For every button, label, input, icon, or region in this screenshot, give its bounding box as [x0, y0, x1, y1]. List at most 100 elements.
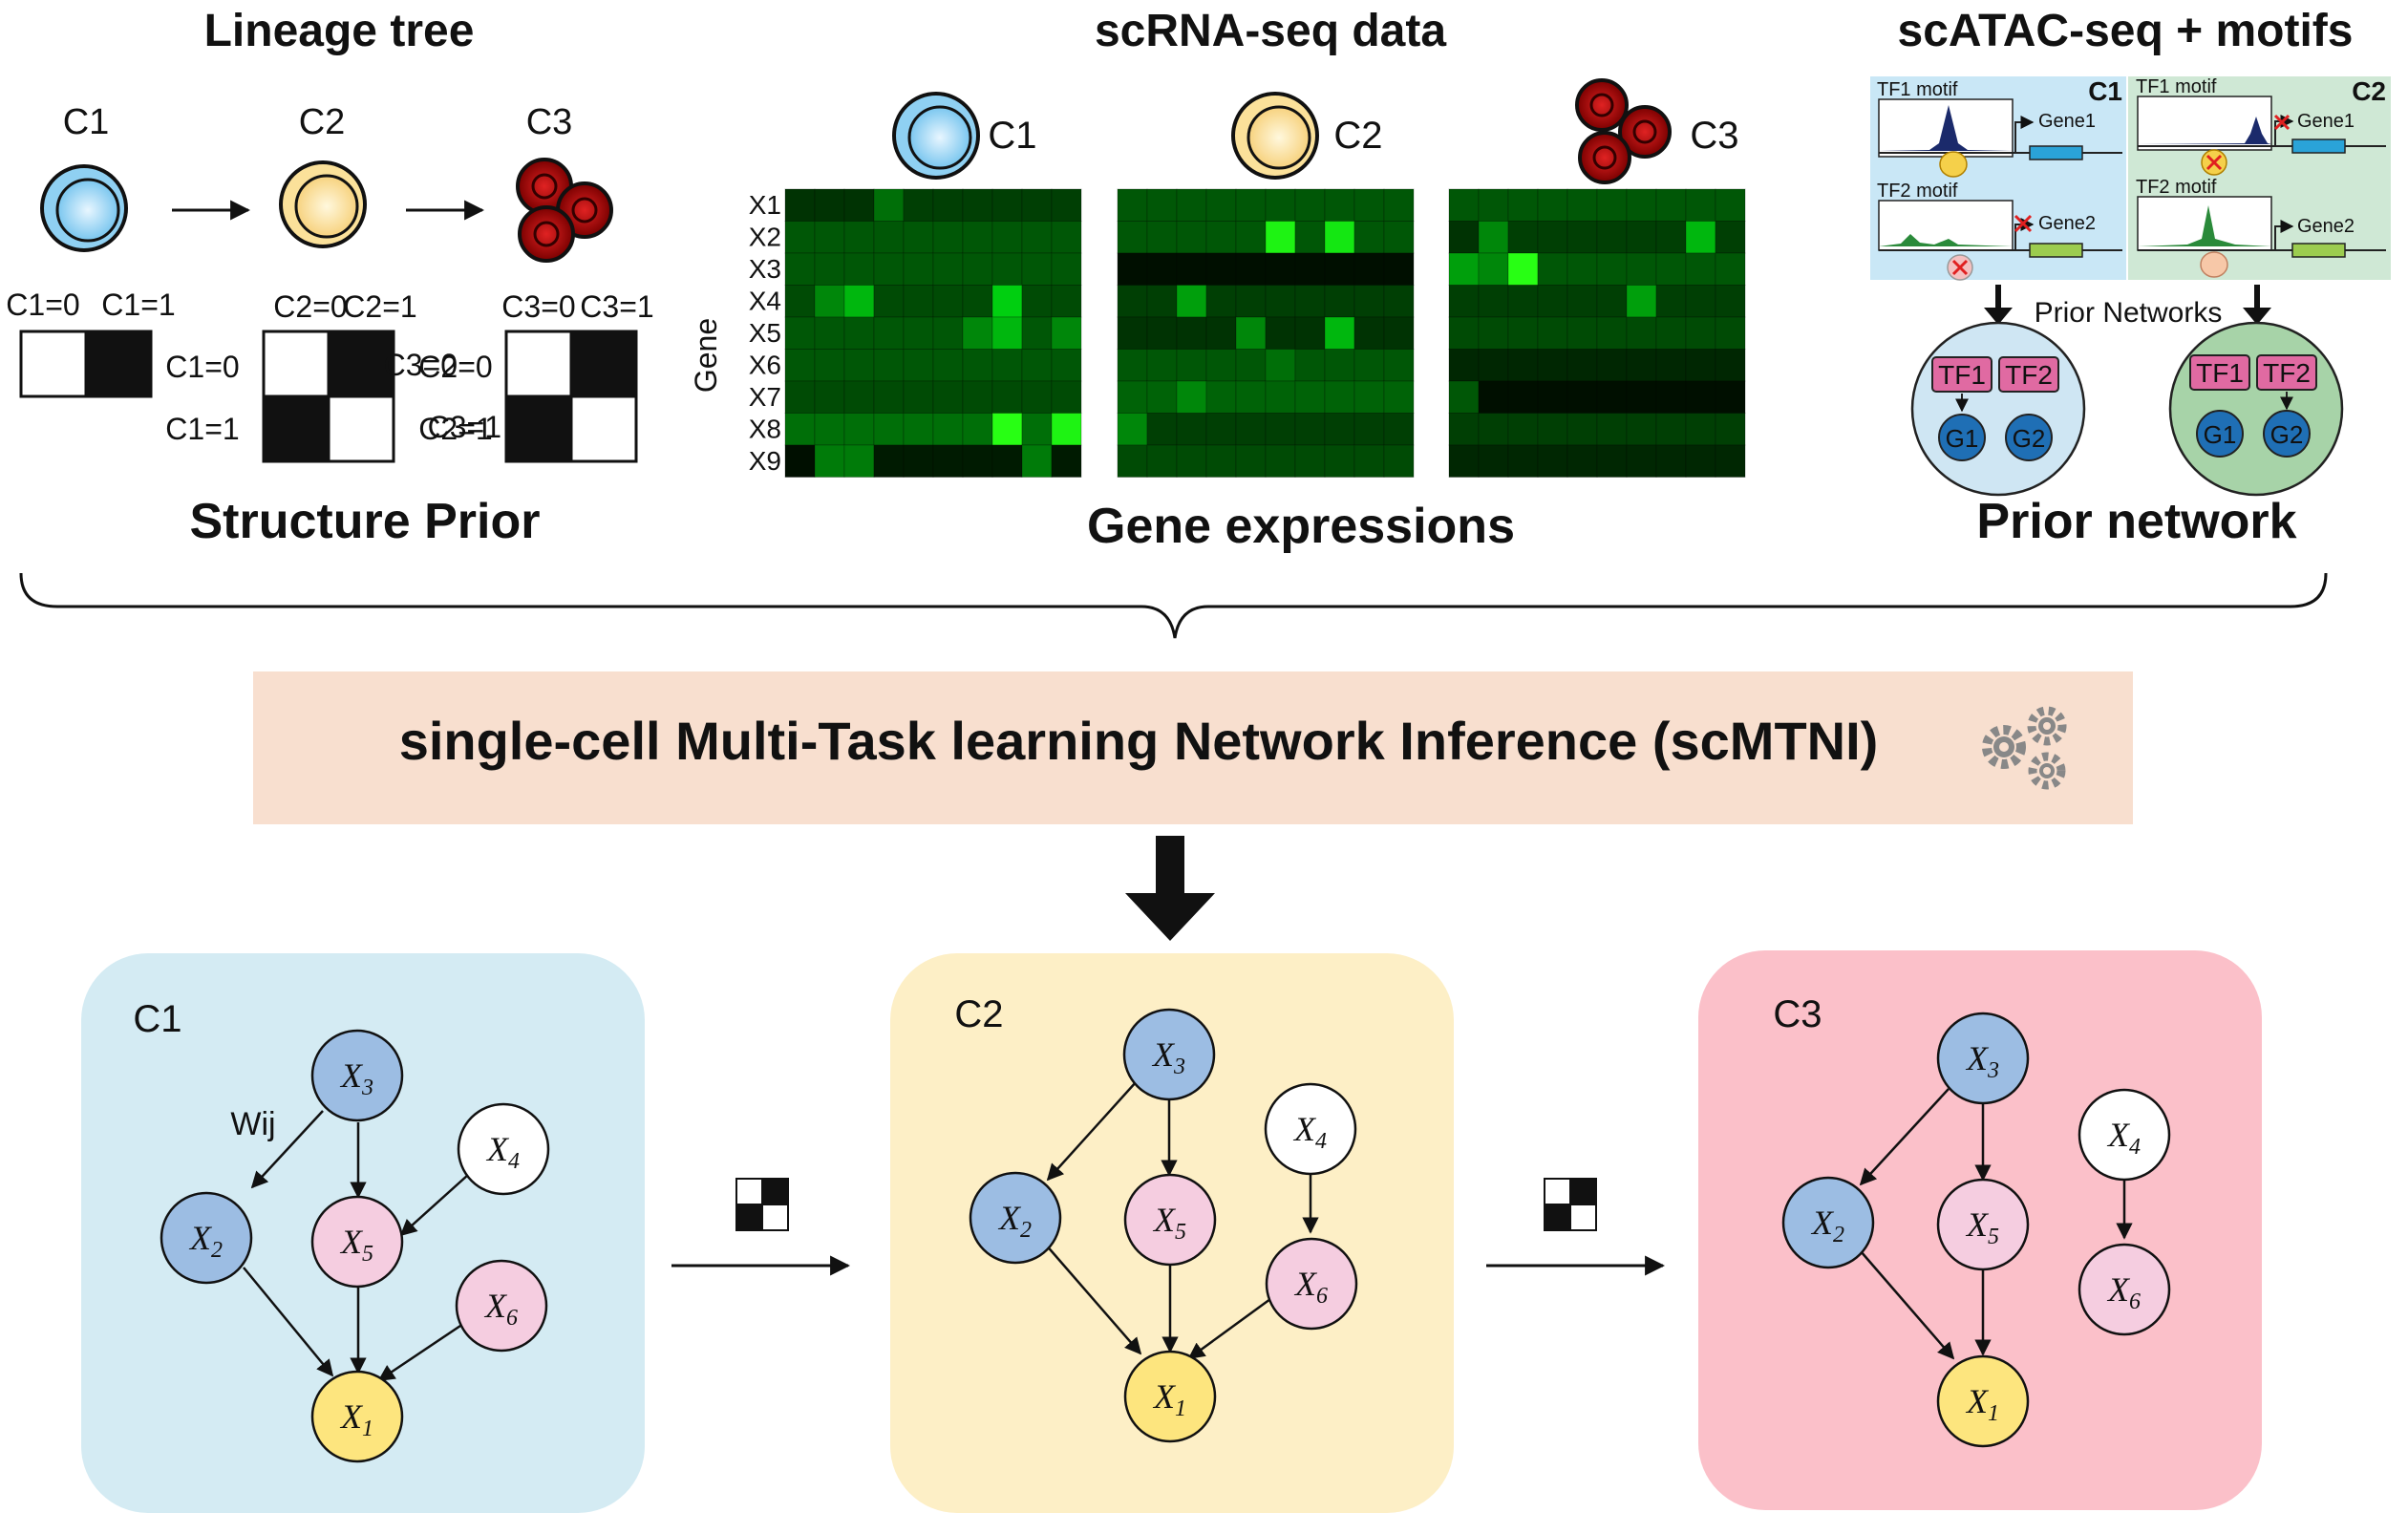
heatmap-cell	[1655, 316, 1687, 350]
heatmap-cell	[1051, 188, 1082, 222]
cell-c1-icon	[40, 164, 128, 252]
heatmap-cell	[1566, 413, 1598, 446]
heatmap-cell	[843, 285, 875, 318]
heatmap-cell	[1235, 413, 1267, 446]
heatmap-cell	[1478, 221, 1509, 254]
heatmap-cell	[1265, 285, 1296, 318]
heatmap-cell	[903, 221, 934, 254]
network-panel-c1: C1 Wij X3 X2 X5 X4 X6 X1	[81, 953, 645, 1513]
heatmap-cell	[962, 285, 993, 318]
heatmap-cell	[991, 349, 1023, 382]
heatmap-cell	[1655, 252, 1687, 286]
heatmap-cell	[932, 349, 964, 382]
heatmap-cell	[1537, 252, 1568, 286]
heatmap-cell	[1655, 444, 1687, 478]
scatac-title: scATAC-seq + motifs	[1898, 6, 2354, 56]
heatmap-cell	[1655, 285, 1687, 318]
heatmap-cell	[1715, 221, 1746, 254]
big-down-arrow	[1125, 836, 1215, 941]
heatmap-cell	[1146, 380, 1178, 414]
heatmap-cell	[903, 252, 934, 286]
c2-node-x6: X6	[1293, 1265, 1328, 1309]
structure-prior-matrix-c1: C1=0 C1=1 C1=0 C1=1	[6, 288, 239, 446]
heatmap-cell	[903, 444, 934, 478]
heatmap-cell	[1176, 316, 1207, 350]
heatmap-cell	[784, 413, 816, 446]
gene-axis-label: Gene	[689, 318, 723, 393]
heatmap-cell	[1685, 285, 1716, 318]
heatmap-cell	[1537, 444, 1568, 478]
heatmap-cell	[1205, 380, 1237, 414]
heatmap-cell	[1626, 413, 1657, 446]
heatmap-cell	[1146, 188, 1178, 222]
atac-c1-tf1-label: TF1 motif	[1877, 79, 1958, 100]
heatmap-cell	[784, 188, 816, 222]
heatmap-cell	[1117, 285, 1148, 318]
heatmap-cell	[1205, 188, 1237, 222]
heatmap-cell	[1324, 380, 1355, 414]
lineage-cell-label-c1: C1	[63, 102, 110, 142]
prior-c1-g1: G1	[1946, 424, 1979, 453]
heatmap-cell	[1176, 380, 1207, 414]
heatmap-cell	[814, 413, 845, 446]
heatmap-cell	[1294, 188, 1326, 222]
heatmap-cell	[1566, 221, 1598, 254]
heatmap-cell	[784, 444, 816, 478]
heatmap-cell	[1685, 413, 1716, 446]
heatmap-cell	[1596, 444, 1628, 478]
scrna-cell-c2-icon	[1231, 92, 1319, 180]
heatmap-cell	[932, 188, 964, 222]
heatmap-cell	[1235, 316, 1267, 350]
heatmap-cell	[1324, 316, 1355, 350]
c2-node-x3: X3	[1151, 1035, 1185, 1079]
heatmap-cell	[1626, 285, 1657, 318]
heatmap-cell	[1324, 444, 1355, 478]
heatmap-cell	[1324, 221, 1355, 254]
heatmap-cell	[991, 444, 1023, 478]
heatmap-cell	[1324, 252, 1355, 286]
heatmap-cell	[991, 380, 1023, 414]
heatmap-cell	[1448, 188, 1480, 222]
heatmap-cell	[1117, 380, 1148, 414]
heatmap-cell	[1205, 444, 1237, 478]
heatmap-cell	[873, 444, 905, 478]
heatmap-cell	[1353, 349, 1385, 382]
heatmap-cell	[873, 285, 905, 318]
method-box	[253, 671, 2133, 824]
heatmap-cell	[1353, 316, 1385, 350]
scrna-cell-label-c1: C1	[988, 115, 1036, 157]
heatmap-cell	[873, 221, 905, 254]
prior-network-arrow-c1	[1984, 285, 2013, 325]
prior-network-c2: TF1 TF2 G1 G2	[2168, 321, 2344, 497]
heatmap-cell	[873, 316, 905, 350]
heatmap-cell	[1205, 252, 1237, 286]
heatmap-cell	[1566, 285, 1598, 318]
matrix-c2-col-label-0: C2=0	[273, 289, 347, 324]
heatmap-cell	[1235, 444, 1267, 478]
heatmap-cell	[1626, 349, 1657, 382]
gene-label-x1: X1	[749, 190, 781, 220]
c3-node-x1: X1	[1965, 1382, 1999, 1426]
heatmap-cell	[962, 349, 993, 382]
scatac-section: TF1 motif C1 Gene1 TF2 motif Gene2 TF1 m…	[1870, 76, 2391, 549]
heatmap-cell	[1051, 349, 1082, 382]
heatmap-cell	[1448, 413, 1480, 446]
heatmap-cell	[1294, 252, 1326, 286]
heatmap-cell	[843, 380, 875, 414]
heatmap-cell	[1478, 413, 1509, 446]
heatmap-cell	[784, 380, 816, 414]
prior-c2-tf1: TF1	[2196, 358, 2244, 388]
prior-c2-g1: G1	[2204, 420, 2237, 449]
heatmap-cell	[1478, 380, 1509, 414]
heatmap-cell	[873, 188, 905, 222]
heatmap-cell	[932, 380, 964, 414]
heatmap-cell	[991, 316, 1023, 350]
c1-node-x2: X2	[188, 1219, 223, 1263]
heatmap-cell	[1596, 188, 1628, 222]
heatmap-cell	[1655, 380, 1687, 414]
heatmap-cell	[1566, 316, 1598, 350]
heatmap-cell	[1353, 413, 1385, 446]
matrix-c3-col-label-1: C3=1	[580, 289, 653, 324]
heatmap-cell	[932, 221, 964, 254]
c3-node-x3: X3	[1965, 1039, 1999, 1083]
